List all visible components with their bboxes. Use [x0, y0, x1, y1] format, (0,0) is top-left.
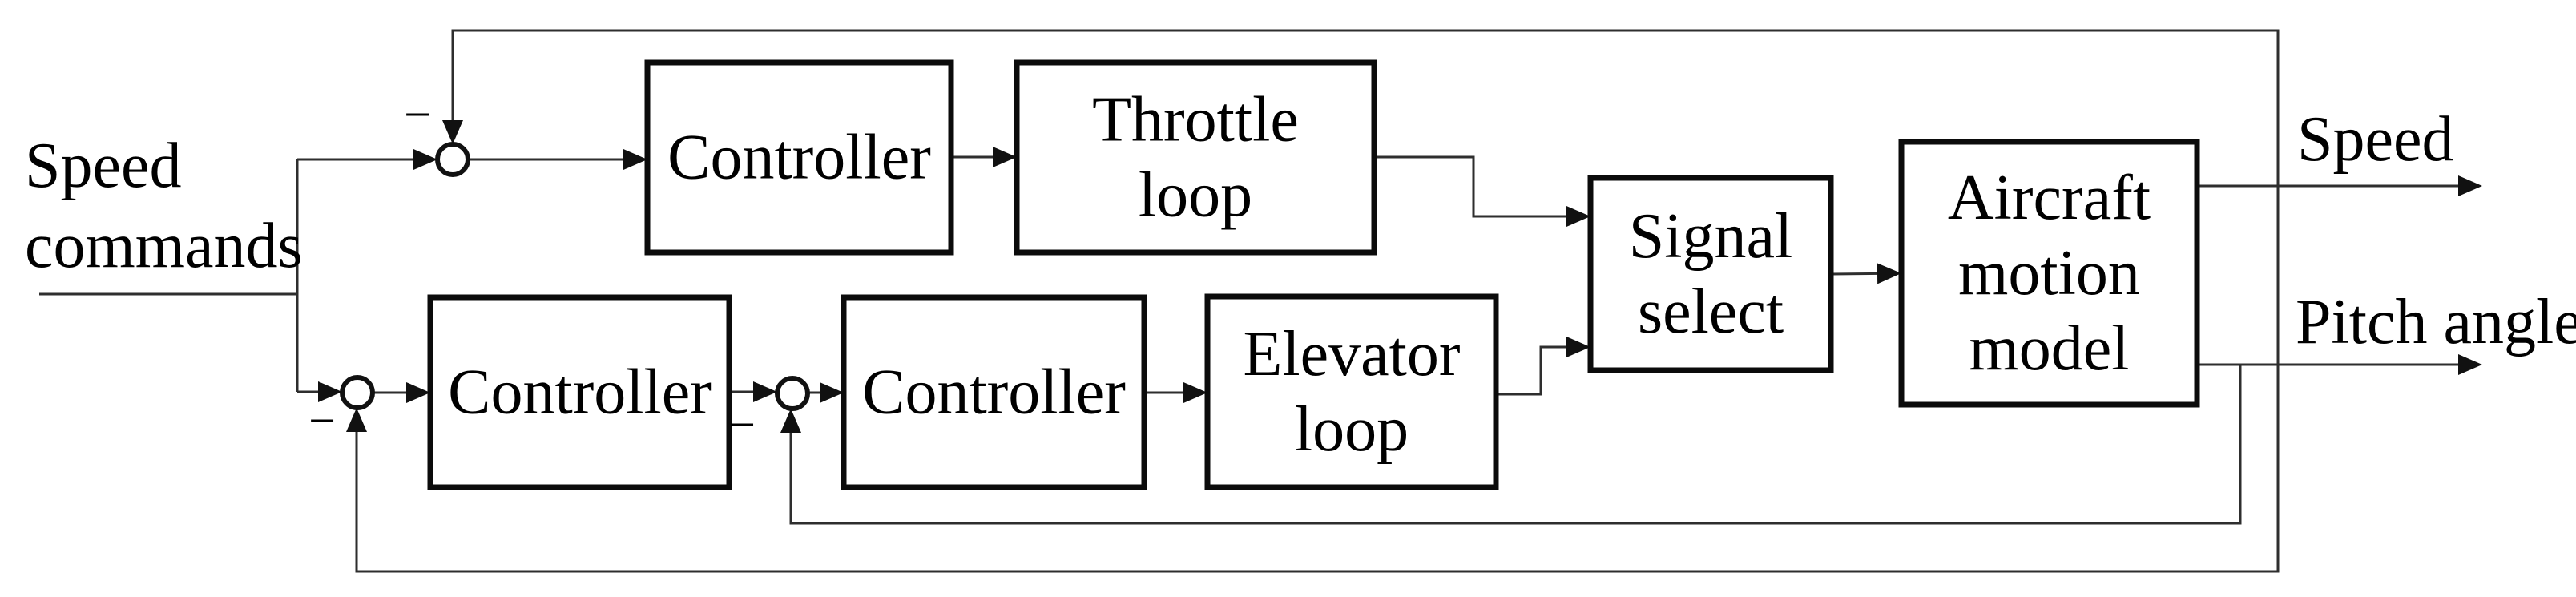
throttle-loop-label-line: loop	[1139, 160, 1252, 231]
controller-pitch-inner-label-line: Controller	[862, 357, 1126, 428]
signal-select-label-line: select	[1638, 276, 1784, 347]
pitch-angle-output-label: Pitch angle	[2296, 287, 2576, 357]
pitch-output-line-arrowhead-icon	[2458, 354, 2482, 375]
speed-feedback-bottom	[355, 186, 2280, 573]
sum-junction-pitch-inner	[775, 376, 810, 411]
pitch-feedback	[789, 365, 2242, 525]
speed-output-line-arrowhead-icon	[2458, 175, 2482, 196]
throttle-to-signal-select	[1374, 155, 1568, 218]
pitch-feedback-arrowhead-icon	[780, 409, 801, 433]
sum-junction-pitch-outer	[340, 375, 375, 410]
elevator-loop-label-line: loop	[1295, 394, 1409, 465]
speed-commands-label-line: commands	[25, 211, 303, 281]
controller-to-elevator-arrowhead-icon	[1183, 382, 1207, 403]
signal-select-label-line: Signal	[1629, 201, 1792, 272]
elevator-to-signal-select	[1496, 345, 1568, 396]
elevator-to-signal-select-arrowhead-icon	[1566, 337, 1590, 357]
command-to-sum-pitch-outer-arrowhead-icon	[318, 381, 342, 402]
controller-speed-label: Controller	[667, 123, 931, 193]
signal-select-to-aircraft-arrowhead-icon	[1877, 263, 1901, 284]
sum-pitch-outer-to-controller-arrowhead-icon	[406, 382, 430, 403]
speed-feedback-bottom-arrowhead-icon	[346, 408, 367, 432]
speed-commands-label: Speed commands	[25, 131, 303, 281]
sum-junction-pitch-outer-minus-sign: −	[308, 394, 336, 447]
elevator-loop-block	[1204, 293, 1499, 490]
controller-pitch-inner-block	[841, 294, 1147, 490]
speed-output-label: Speed	[2297, 104, 2454, 175]
controller-pitch-outer-block	[427, 294, 732, 490]
controller-speed-block	[644, 59, 954, 256]
aircraft-motion-model-label-line: motion	[1958, 238, 2140, 309]
speed-commands-label-line: Speed	[25, 131, 182, 201]
controller-pitch-outer-label: Controller	[448, 357, 712, 428]
aircraft-motion-model-label-line: model	[1969, 313, 2130, 384]
aircraft-motion-model-label-line: Aircraft	[1948, 163, 2151, 233]
elevator-loop-label-line: Elevator	[1244, 319, 1461, 389]
sum-junction-speed-minus-sign: −	[404, 88, 431, 141]
speed-feedback-top-arrowhead-icon	[442, 120, 463, 144]
controller-pitch-outer-label-line: Controller	[448, 357, 712, 428]
controller-pitch-inner-label: Controller	[862, 357, 1126, 428]
speed-feedback-top	[451, 29, 2280, 186]
throttle-loop-block	[1014, 59, 1377, 256]
controller-to-sum-pitch-inner-arrowhead-icon	[753, 381, 777, 402]
sum-speed-to-controller-arrowhead-icon	[623, 149, 647, 170]
signal-select-block	[1587, 175, 1834, 373]
command-to-sum-speed-arrowhead-icon	[413, 149, 437, 170]
throttle-to-signal-select-arrowhead-icon	[1566, 206, 1590, 227]
throttle-loop-label-line: Throttle	[1092, 85, 1299, 155]
controller-speed-label-line: Controller	[667, 123, 931, 193]
sum-junction-speed	[435, 142, 470, 177]
sum-pitch-inner-to-controller-arrowhead-icon	[820, 382, 844, 403]
signal-select-to-aircraft	[1830, 272, 1880, 276]
controller-to-throttle-arrowhead-icon	[993, 147, 1017, 167]
sum-junction-pitch-inner-minus-sign: −	[728, 398, 756, 451]
aircraft-motion-model-block	[1898, 139, 2200, 408]
